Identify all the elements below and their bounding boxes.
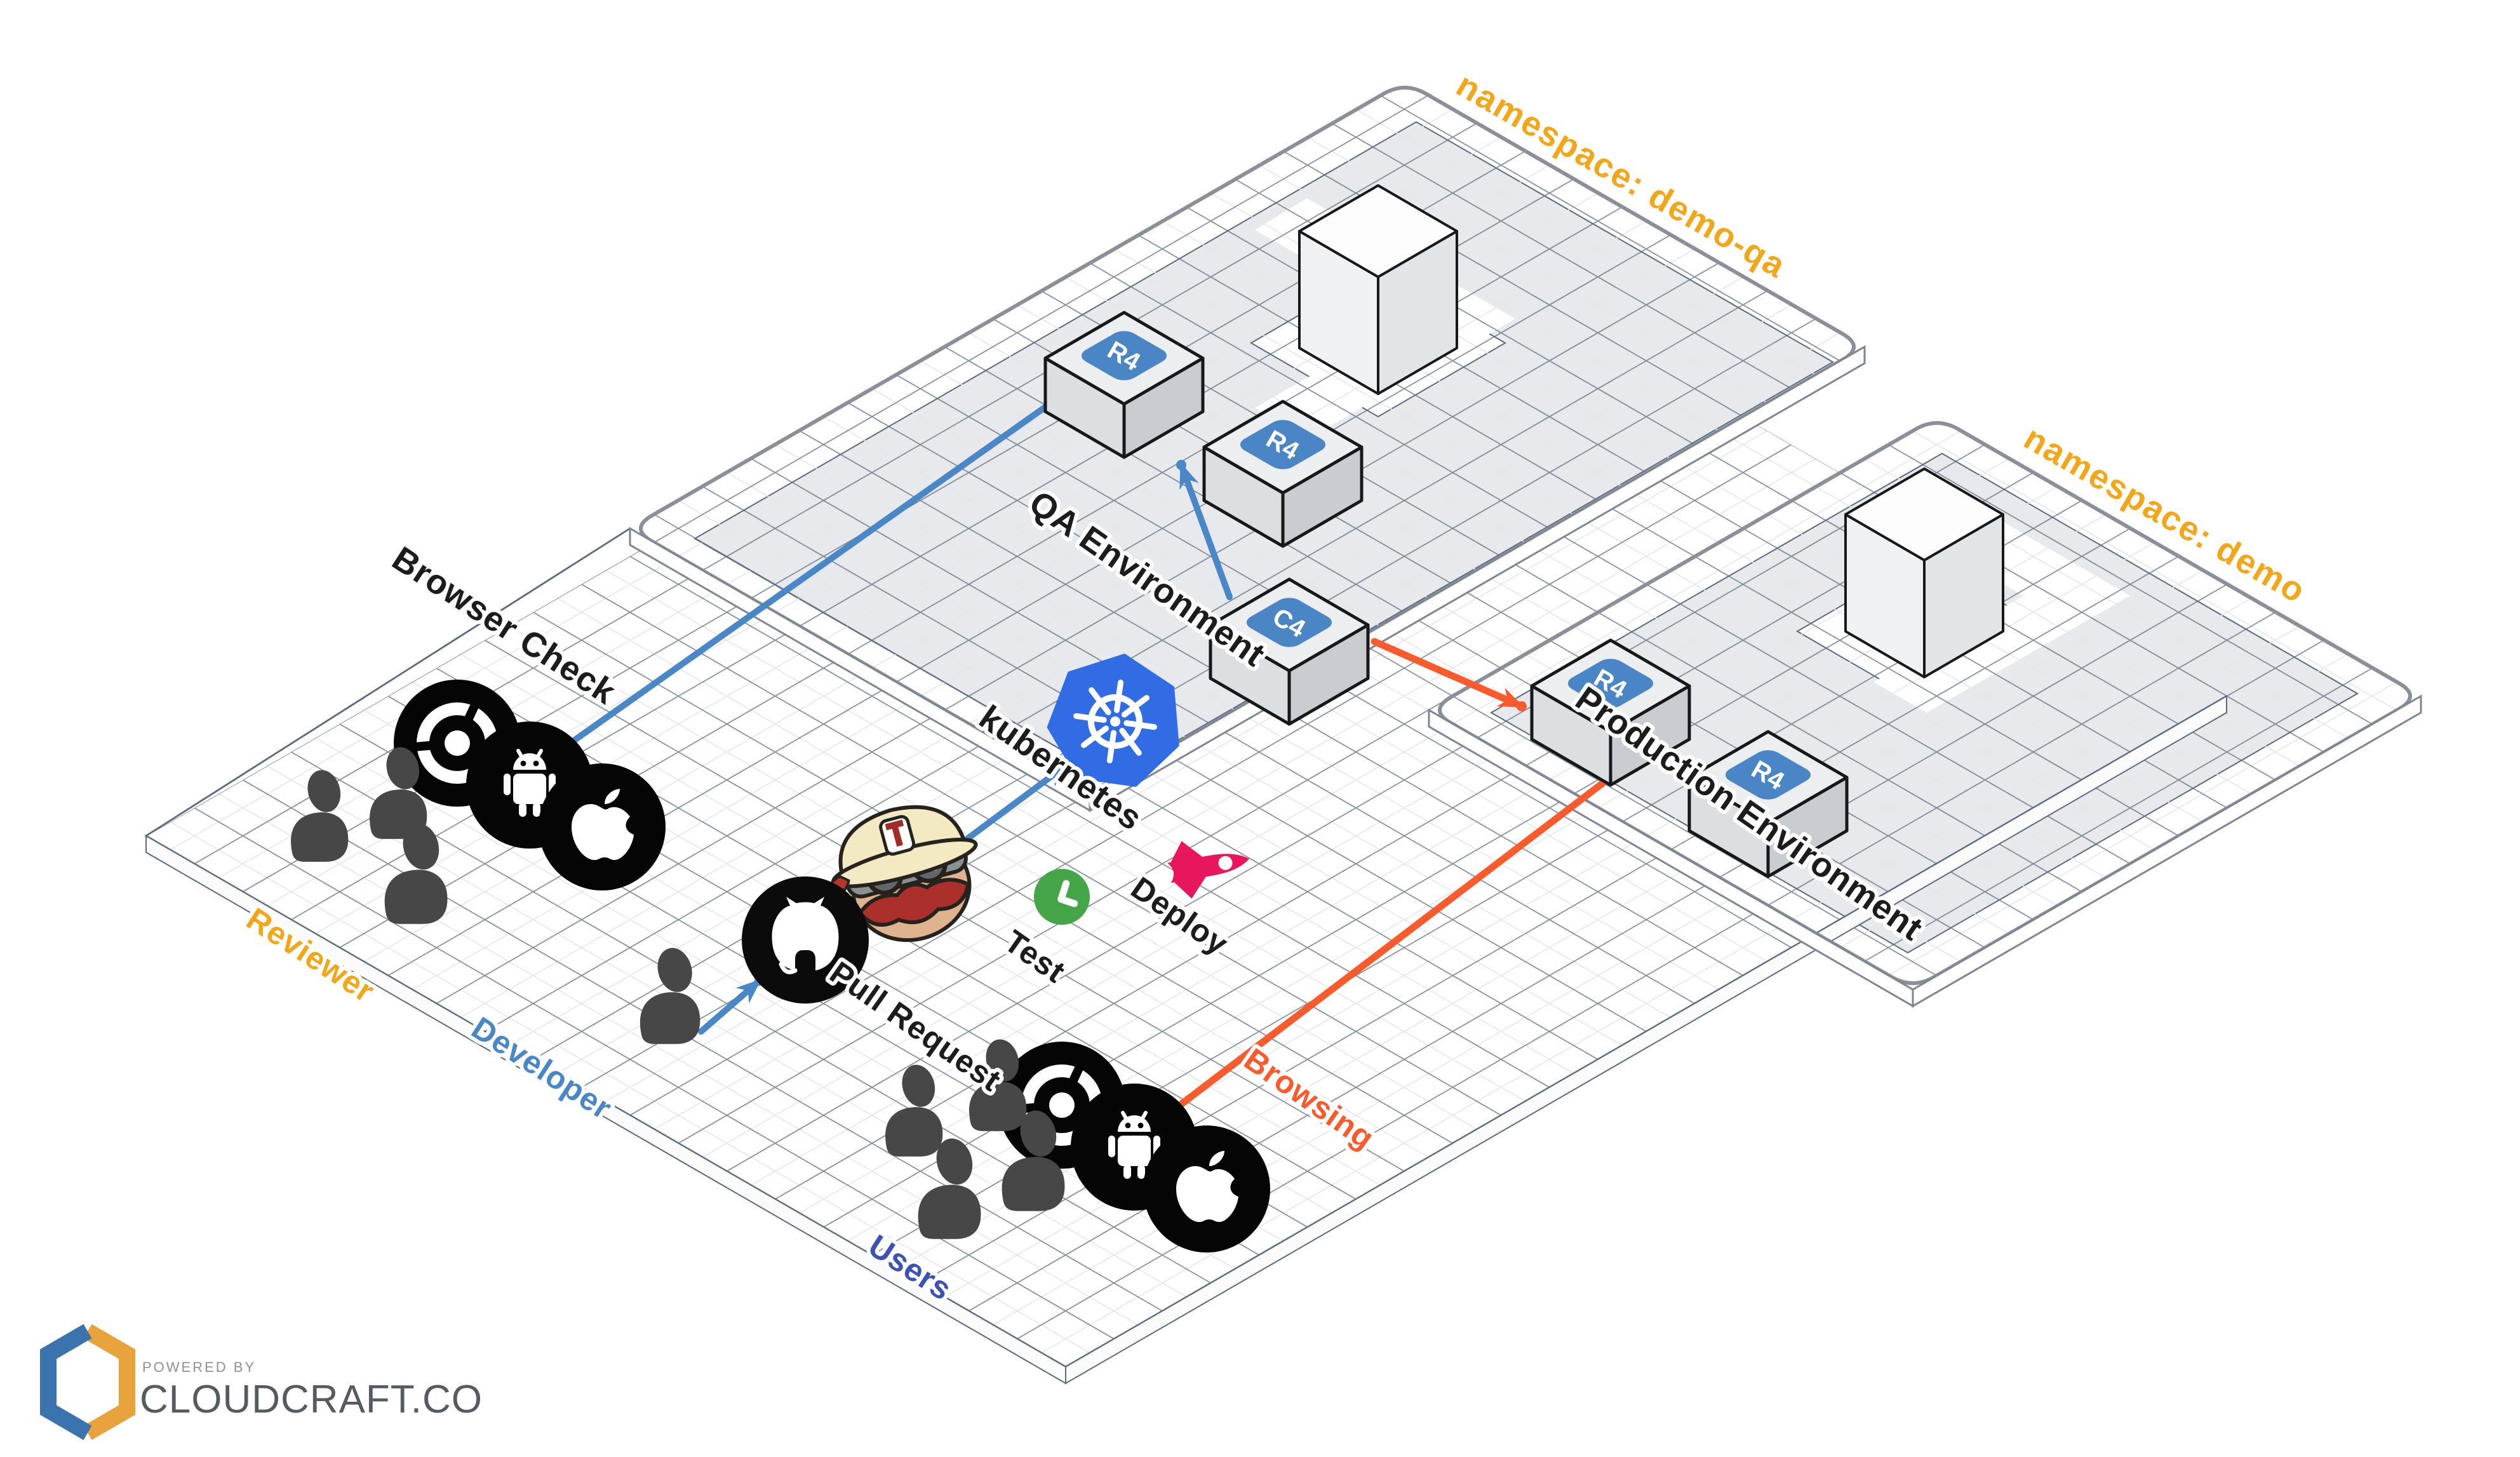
cloudcraft-watermark[interactable]: POWERED BY CLOUDCRAFT.CO	[40, 1324, 483, 1440]
prod-node-cube[interactable]	[1844, 467, 2004, 678]
deploy-to-qa-arrow[interactable]	[1176, 460, 1233, 600]
deploy-rocket-icon[interactable]	[1164, 830, 1254, 902]
qa-r4-instance-b[interactable]: R4	[1202, 399, 1364, 548]
cloudcraft-brand-text: CLOUDCRAFT.CO	[140, 1378, 483, 1421]
browsing-arrow[interactable]	[1149, 743, 1654, 1129]
travis-ci-mascot-icon[interactable]	[814, 791, 996, 958]
qa-r4-instance-a[interactable]: R4	[1043, 311, 1205, 459]
github-icon[interactable]	[742, 876, 869, 1004]
cloudcraft-logo-icon	[40, 1324, 135, 1440]
prod-r4-instance-a[interactable]: R4	[1530, 638, 1691, 787]
ci-c4-instance[interactable]: C4	[1209, 577, 1370, 726]
browser-check-arrow[interactable]	[537, 363, 1105, 768]
prod-r4-instance-b[interactable]: R4	[1687, 730, 1849, 878]
qa-node-cube[interactable]	[1298, 184, 1458, 395]
pull-request-arrow[interactable]	[698, 976, 765, 1035]
test-clock-icon[interactable]	[1027, 862, 1097, 932]
kubernetes-icon[interactable]	[1040, 644, 1191, 792]
powered-by-text: POWERED BY	[142, 1359, 256, 1375]
deploy-to-k8s-arrow[interactable]	[965, 760, 1072, 842]
release-to-prod-arrow[interactable]	[1371, 638, 1527, 711]
